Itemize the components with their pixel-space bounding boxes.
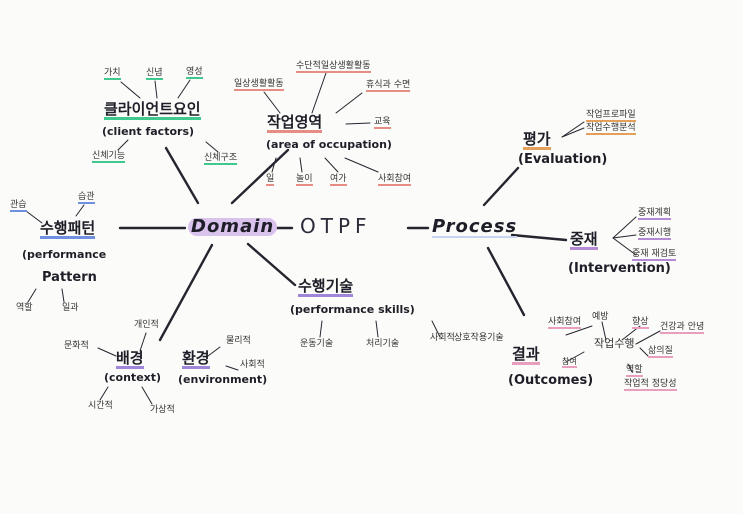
skills-item-social: 사회적 [430, 333, 455, 343]
pattern-title: 수행패턴 [40, 219, 96, 239]
skills-title: 수행기술 [298, 277, 354, 297]
domain-label: Domain [188, 218, 278, 236]
intervention-item-review: 중재 재검토 [632, 249, 677, 261]
evaluation-title: 평가 [523, 130, 551, 150]
context-item-personal: 개인적 [134, 320, 159, 330]
outcomes-item-prevention: 예방 [592, 312, 609, 322]
outcomes-item-occupational-performance: 작업수행 [594, 337, 635, 350]
pattern-item-roles: 역할 [16, 303, 33, 313]
skills-item-process: 처리기술 [366, 339, 400, 349]
pattern-item-routines: 일과 [62, 303, 79, 313]
area-item-rest-sleep: 휴식과 수면 [366, 80, 411, 92]
intervention-item-implementation: 중재시행 [638, 228, 672, 240]
environment-subtitle: (environment) [178, 373, 268, 386]
context-item-cultural: 문화적 [64, 341, 89, 351]
evaluation-item-profile: 작업프로파일 [586, 110, 636, 122]
pattern-item-habits: 습관 [78, 192, 95, 204]
line-domain-skills [246, 242, 297, 287]
evaluation-item-analysis: 작업수행분석 [586, 123, 636, 135]
client-factors-title: 클라이언트요인 [104, 100, 201, 120]
skills-subtitle: (performance skills) [290, 303, 415, 316]
context-item-virtual: 가상적 [150, 405, 175, 415]
otpf-title: OTPF [300, 214, 372, 238]
line-domain-context [158, 243, 214, 342]
area-item-education: 교육 [374, 117, 391, 129]
outcomes-item-social-participation: 사회참여 [548, 317, 582, 329]
client-item-body-structures: 신체구조 [204, 153, 238, 165]
outcomes-item-occupational-justice: 작업적 정당성 [624, 379, 677, 391]
intervention-title: 중재 [570, 230, 598, 250]
intervention-subtitle: (Intervention) [568, 261, 671, 276]
outcomes-item-quality-of-life: 삶의질 [648, 346, 673, 358]
area-title: 작업영역 [267, 113, 323, 133]
line-domain-client [164, 146, 200, 205]
client-item-body-functions: 신체기능 [92, 151, 126, 163]
context-title: 배경 [116, 349, 144, 369]
line-process-evaluation [482, 166, 520, 207]
pattern-item-rituals: 관습 [10, 200, 27, 212]
area-item-work: 일 [266, 174, 275, 186]
line-domain-area [230, 148, 290, 205]
area-item-social-participation: 사회참여 [378, 174, 412, 186]
outcomes-subtitle: (Outcomes) [508, 373, 594, 388]
outcomes-item-improvement: 향상 [632, 317, 649, 329]
environment-item-social: 사회적 [240, 360, 265, 370]
client-item-beliefs: 신념 [146, 68, 163, 80]
process-label: Process [432, 216, 518, 238]
area-item-play: 놀이 [296, 174, 313, 186]
pattern-subtitle-2: Pattern [42, 270, 97, 285]
context-item-temporal: 시간적 [88, 401, 113, 411]
area-item-adl: 일상생활활동 [234, 79, 284, 91]
client-item-values: 가치 [104, 68, 121, 80]
line-process-outcomes [486, 246, 526, 317]
outcomes-title: 결과 [512, 345, 540, 365]
client-item-spirituality: 영성 [186, 67, 203, 79]
environment-title: 환경 [182, 349, 210, 369]
environment-item-physical: 물리적 [226, 336, 251, 346]
context-subtitle: (context) [104, 371, 162, 384]
area-item-iadl: 수단적일상생활활동 [296, 61, 371, 73]
line-process-intervention [510, 233, 568, 242]
outcomes-item-participation: 참여 [562, 357, 577, 368]
outcomes-item-role: 역할 [626, 365, 643, 377]
pattern-subtitle-1: (performance [22, 248, 107, 261]
area-subtitle: (area of occupation) [266, 138, 392, 151]
client-factors-subtitle: (client factors) [102, 125, 195, 138]
skills-item-motor: 운동기술 [300, 339, 334, 349]
outcomes-item-health-wellness: 건강과 안녕 [660, 322, 705, 334]
skills-item-interaction: 상호작용기술 [454, 333, 504, 343]
evaluation-subtitle: (Evaluation) [518, 152, 608, 167]
area-item-leisure: 여가 [330, 174, 347, 186]
intervention-item-plan: 중재계획 [638, 208, 672, 220]
